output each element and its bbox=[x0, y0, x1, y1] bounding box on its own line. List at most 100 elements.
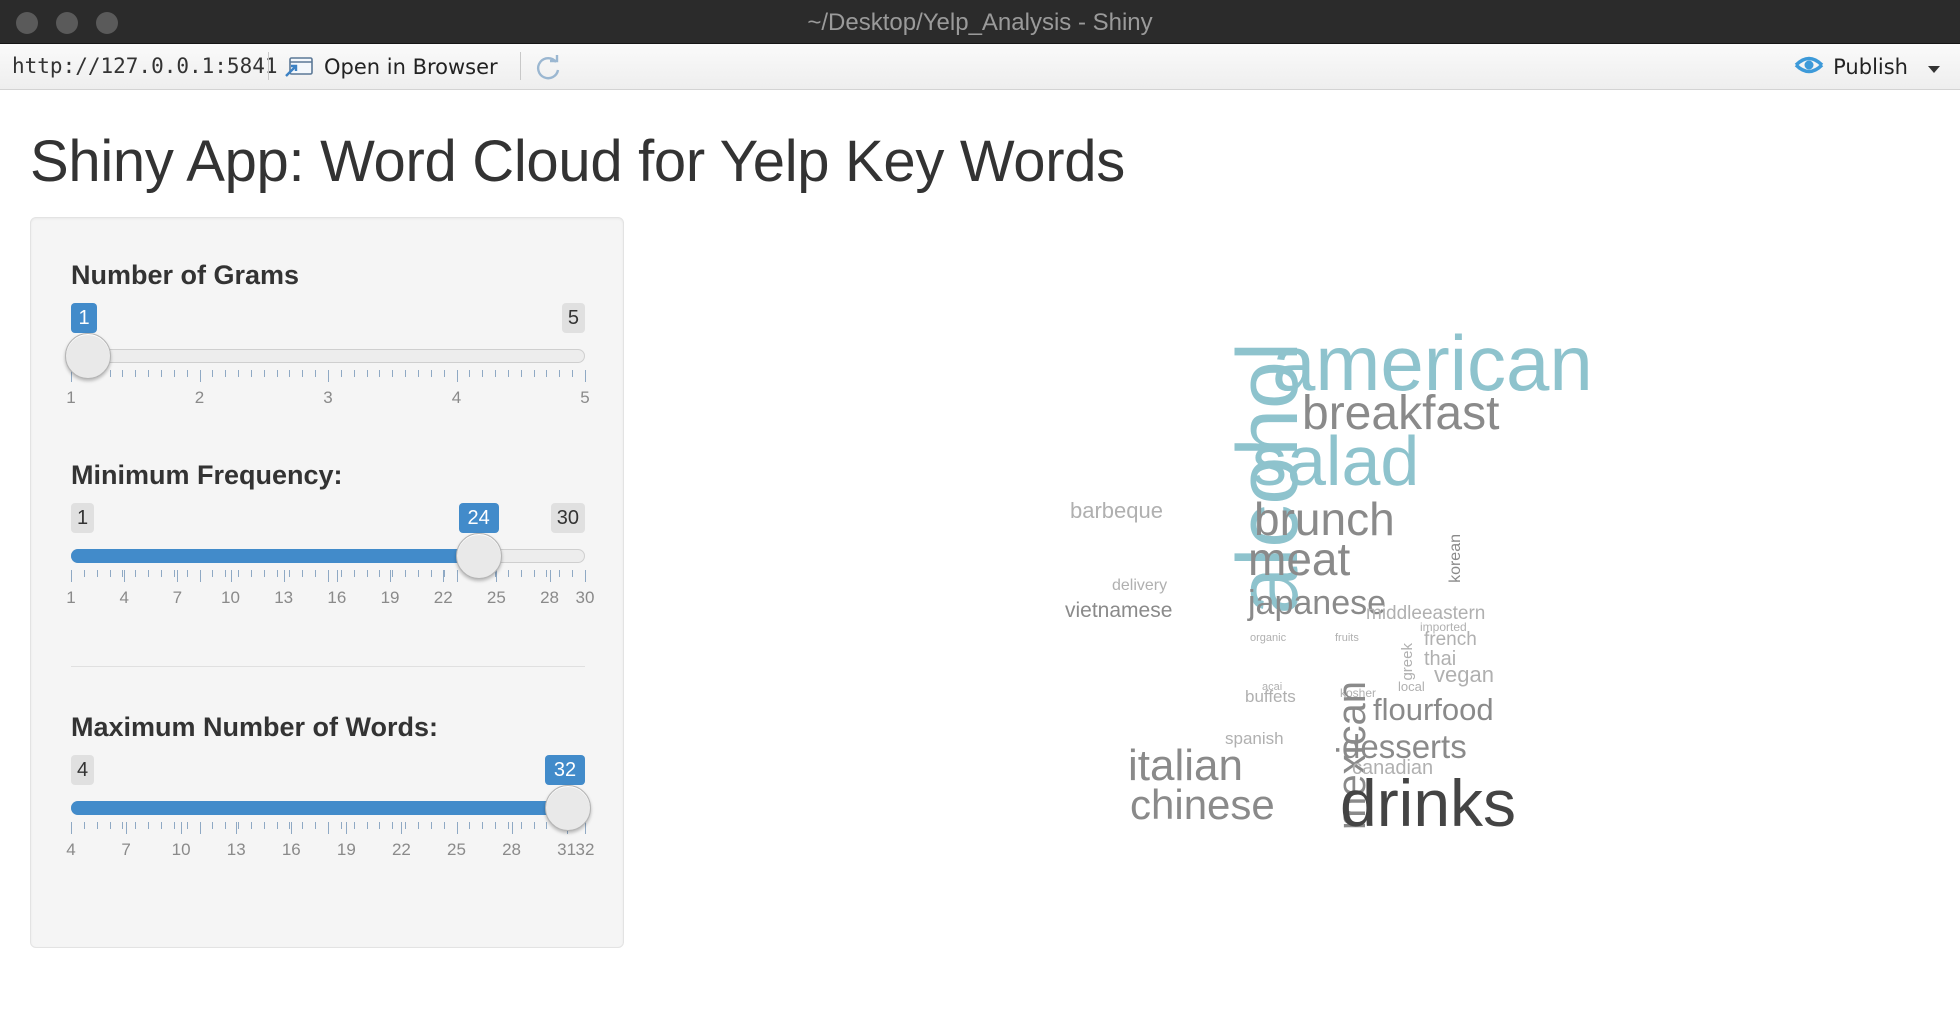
slider-tick bbox=[549, 570, 551, 582]
slider-tick bbox=[263, 822, 265, 829]
refresh-icon[interactable] bbox=[534, 53, 564, 83]
minimize-window-button[interactable] bbox=[56, 12, 78, 34]
slider-tick bbox=[405, 822, 407, 829]
slider-tick bbox=[495, 370, 497, 377]
slider-tick bbox=[186, 570, 188, 577]
open-in-browser-icon bbox=[284, 56, 314, 78]
slider-tick bbox=[546, 370, 548, 377]
slider-tick-label: 25 bbox=[447, 840, 466, 859]
slider-tick bbox=[83, 570, 85, 577]
slider-tick-label: 2 bbox=[194, 388, 205, 407]
slider-tick bbox=[340, 822, 342, 829]
slider-tick bbox=[392, 570, 394, 577]
slider-tick bbox=[225, 822, 227, 829]
slider-tick bbox=[135, 370, 137, 377]
cloud-word-canadian: canadian bbox=[1352, 757, 1434, 779]
cloud-word-japanese: japanese bbox=[1248, 584, 1387, 622]
slider-tick bbox=[173, 370, 175, 377]
cloud-word-vietnamese: vietnamese bbox=[1065, 599, 1173, 622]
cloud-word-american: american bbox=[1272, 319, 1593, 407]
slider-tick bbox=[302, 822, 304, 829]
slider-min-label: 1 bbox=[71, 503, 95, 533]
slider-handle[interactable] bbox=[545, 785, 591, 831]
cloud-word-flourfood: flourfood bbox=[1373, 692, 1494, 727]
slider-tick bbox=[456, 822, 458, 834]
slider-tick bbox=[405, 370, 407, 377]
slider-handle[interactable] bbox=[65, 333, 111, 379]
cloud-word-local: local bbox=[1398, 679, 1425, 694]
slider-tick bbox=[302, 570, 304, 577]
slider-tick bbox=[238, 370, 240, 377]
slider-tick bbox=[520, 570, 522, 577]
cloud-word-french: french bbox=[1424, 629, 1477, 650]
cloud-word-drinks: drinks bbox=[1340, 766, 1517, 840]
slider-tick bbox=[417, 822, 419, 829]
slider-tick bbox=[148, 822, 150, 829]
slider-tick bbox=[250, 370, 252, 377]
slider-tick bbox=[401, 822, 403, 834]
slider-tick-label: 13 bbox=[226, 840, 246, 859]
app-url[interactable]: http://127.0.0.1:5841 bbox=[12, 54, 278, 78]
slider-tick bbox=[212, 370, 214, 377]
cloud-word-kosher: kosher bbox=[1340, 686, 1377, 700]
slider-tick bbox=[199, 822, 201, 834]
slider-min-label: 4 bbox=[71, 755, 95, 785]
slider-tick bbox=[443, 370, 445, 377]
slider-tick bbox=[546, 822, 548, 829]
slider-tick bbox=[199, 570, 201, 582]
slider-tick bbox=[456, 370, 458, 382]
close-window-button[interactable] bbox=[16, 12, 38, 34]
slider-tick bbox=[225, 370, 227, 377]
slider-tick bbox=[186, 370, 188, 377]
chevron-down-icon[interactable] bbox=[1928, 55, 1940, 79]
cloud-word-vegan: vegan bbox=[1434, 662, 1494, 687]
slider-tick bbox=[379, 370, 381, 377]
slider-tick-label: 10 bbox=[221, 588, 240, 607]
slider-tick bbox=[336, 570, 338, 582]
slider-tick bbox=[124, 570, 126, 582]
slider-tick bbox=[353, 570, 355, 577]
slider-tick bbox=[430, 570, 432, 577]
slider-tick bbox=[135, 822, 137, 829]
viewer-toolbar: http://127.0.0.1:5841 Open in Browser bbox=[0, 44, 1960, 90]
slider-tick bbox=[109, 822, 111, 829]
slider-fill bbox=[71, 549, 479, 563]
slider-tick bbox=[276, 570, 278, 577]
slider-tick bbox=[496, 570, 498, 582]
slider-tick bbox=[181, 822, 183, 834]
slider-tick bbox=[443, 822, 445, 829]
slider-tick bbox=[122, 822, 124, 829]
publish-button[interactable]: Publish bbox=[1793, 51, 1940, 83]
cloud-word-organic: organic bbox=[1250, 632, 1287, 644]
slider-tick bbox=[456, 570, 458, 582]
slider-tick-label: 5 bbox=[580, 388, 590, 407]
slider-tick bbox=[122, 370, 124, 377]
slider-tick bbox=[340, 370, 342, 377]
zoom-window-button[interactable] bbox=[96, 12, 118, 34]
cloud-word-thai: thai bbox=[1424, 648, 1457, 670]
slider-tick bbox=[533, 822, 535, 829]
slider-tick-label: 31 bbox=[557, 840, 577, 859]
slider-tick bbox=[546, 570, 548, 577]
slider-handle[interactable] bbox=[455, 533, 502, 579]
cloud-word-desserts: desserts bbox=[1342, 728, 1467, 765]
slider-tick bbox=[533, 370, 535, 377]
cloud-word-delivery: delivery bbox=[1112, 577, 1168, 594]
slider-tick bbox=[186, 822, 188, 829]
slider-tick bbox=[353, 370, 355, 377]
slider-track[interactable] bbox=[71, 349, 585, 363]
window-title: ~/Desktop/Yelp_Analysis - Shiny bbox=[807, 9, 1153, 36]
open-in-browser-button[interactable]: Open in Browser bbox=[284, 51, 498, 83]
slider-tick bbox=[109, 570, 111, 577]
slider-tick bbox=[520, 822, 522, 829]
slider-tick bbox=[430, 822, 432, 829]
slider-tick bbox=[230, 570, 232, 582]
slider-tick bbox=[135, 570, 137, 577]
sidebar-panel: Number of Grams15123451 Minimum Frequenc… bbox=[30, 217, 624, 948]
slider-tick-label: 1 bbox=[66, 588, 76, 607]
slider-tick bbox=[148, 370, 150, 377]
slider-tick bbox=[289, 570, 291, 577]
slider-tick bbox=[328, 822, 329, 834]
